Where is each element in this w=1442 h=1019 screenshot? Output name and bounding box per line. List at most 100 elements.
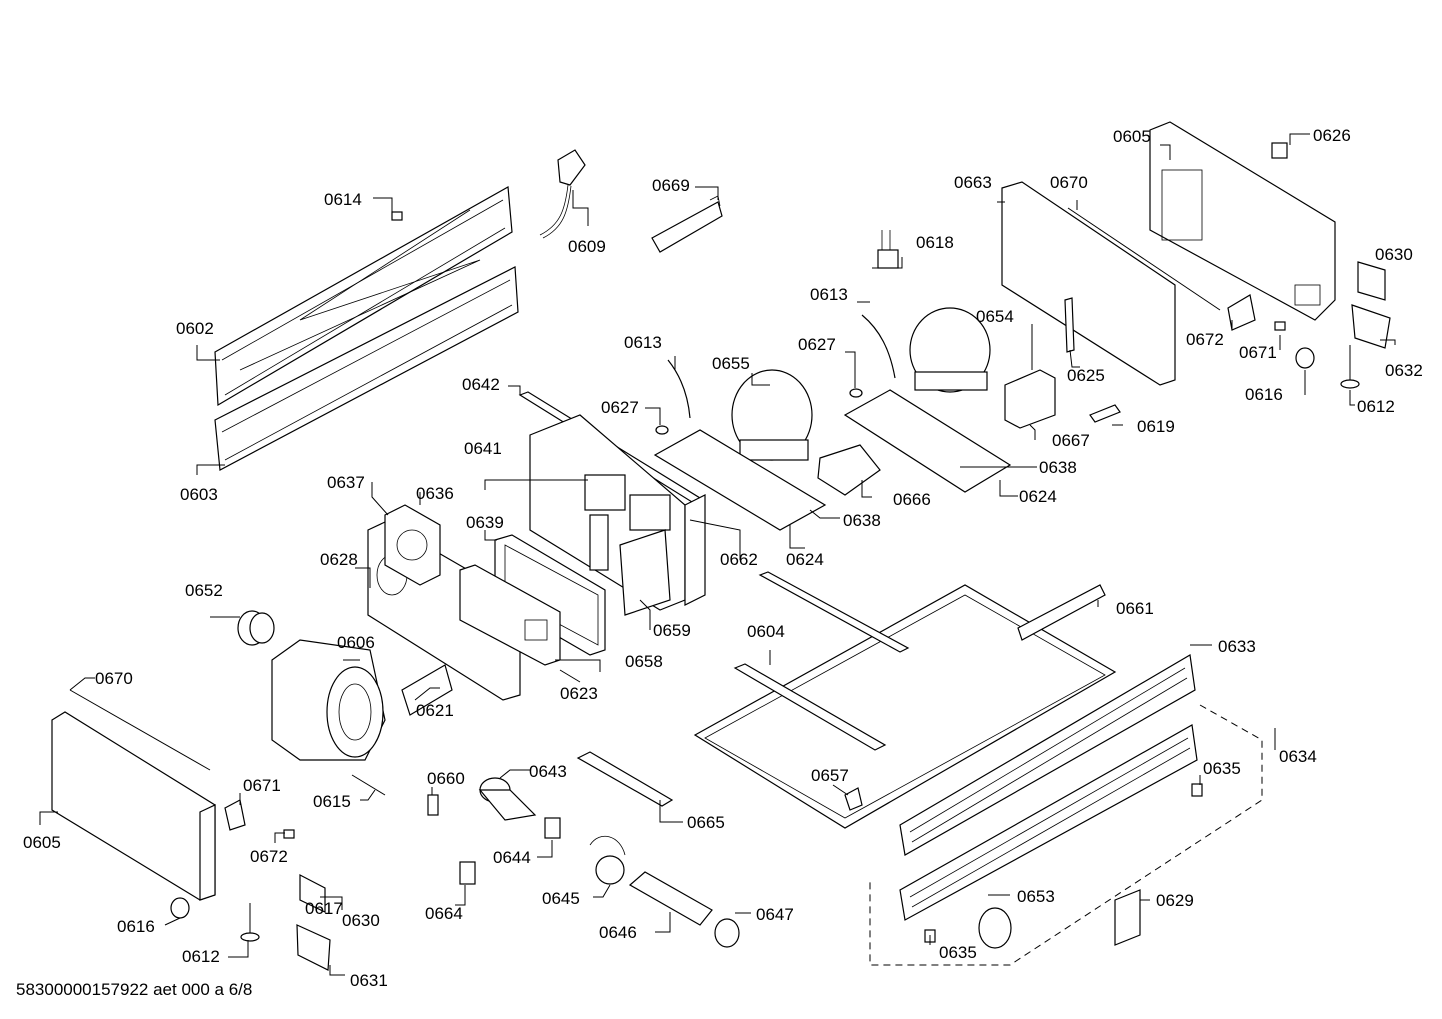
label-0664: 0664 (425, 904, 463, 923)
label-0632: 0632 (1385, 361, 1423, 380)
grille-0634 (899, 724, 1198, 921)
bracket-0672-right (1227, 294, 1256, 331)
bracket-0630-right (1357, 261, 1386, 301)
label-0633: 0633 (1218, 637, 1256, 656)
foot-0612-right (1340, 345, 1360, 389)
label-0652: 0652 (185, 581, 223, 600)
compressor-0655 (731, 369, 813, 461)
compressor-0654 (909, 307, 991, 393)
label-0638-b: 0638 (843, 511, 881, 530)
label-0604: 0604 (747, 622, 785, 641)
label-0629: 0629 (1156, 891, 1194, 910)
label-0654: 0654 (976, 307, 1014, 326)
drier-0625 (1064, 297, 1075, 353)
valve-0664 (459, 861, 476, 885)
rod-0670-left (69, 689, 211, 771)
label-0644: 0644 (493, 848, 531, 867)
box-0667 (1004, 369, 1056, 429)
cylinder-0660 (427, 794, 439, 816)
rod-0670-top (1067, 207, 1221, 311)
box-0659 (619, 529, 671, 616)
rear-panel-0663 (1001, 181, 1176, 386)
label-0662: 0662 (720, 550, 758, 569)
relay-0618 (877, 230, 899, 269)
bar-0604-b (733, 663, 887, 751)
foot-0612-left (240, 903, 260, 942)
label-0623: 0623 (560, 684, 598, 703)
label-0672-left: 0672 (250, 847, 288, 866)
label-0666: 0666 (893, 490, 931, 509)
label-0635-a: 0635 (1203, 759, 1241, 778)
bracket-0671-left (224, 799, 246, 831)
plate-0624-a (653, 429, 827, 531)
label-0672-right: 0672 (1186, 330, 1224, 349)
label-0605-top: 0605 (1113, 127, 1151, 146)
label-0647: 0647 (756, 905, 794, 924)
roller-0616-left (170, 897, 190, 919)
label-0660: 0660 (427, 769, 465, 788)
assembly-0605-top (1149, 121, 1336, 321)
label-0642: 0642 (462, 375, 500, 394)
strap-0665 (576, 751, 674, 807)
label-0655: 0655 (712, 354, 750, 373)
rail-0661 (1017, 584, 1106, 641)
harness-0645 (589, 835, 626, 885)
label-0618: 0618 (916, 233, 954, 252)
roller-0616-right (1295, 347, 1315, 369)
panel-0602 (214, 186, 513, 407)
label-0653: 0653 (1017, 887, 1055, 906)
leader-lines (39, 133, 1396, 976)
grille-group-outline (869, 704, 1263, 966)
label-0616-left: 0616 (117, 917, 155, 936)
filter-0643 (478, 777, 537, 821)
panel-0603 (214, 266, 519, 471)
cylinder-0652 (237, 610, 275, 646)
fan-0636 (384, 504, 441, 586)
label-0634: 0634 (1279, 747, 1317, 766)
label-0603: 0603 (180, 485, 218, 504)
label-0663: 0663 (954, 173, 992, 192)
label-0616-right: 0616 (1245, 385, 1283, 404)
label-0615: 0615 (313, 792, 351, 811)
label-0639: 0639 (466, 513, 504, 532)
label-0613-b: 0613 (810, 285, 848, 304)
fan-guard-0606 (271, 639, 386, 761)
label-0614: 0614 (324, 190, 362, 209)
valve-0644 (544, 817, 561, 839)
document-id-footer: 58300000157922 aet 000 a 6/8 (16, 980, 253, 999)
label-0641: 0641 (464, 439, 502, 458)
label-0612-left: 0612 (182, 947, 220, 966)
connector-0671-right (1274, 321, 1286, 331)
label-0670-top: 0670 (1050, 173, 1088, 192)
label-0630-left: 0630 (342, 911, 380, 930)
clip-0657 (844, 787, 863, 811)
label-0638-a: 0638 (1039, 458, 1077, 477)
label-0612-right: 0612 (1357, 397, 1395, 416)
grommet-0627 (655, 388, 863, 435)
label-0624-b: 0624 (1019, 487, 1057, 506)
part-labels: 0614 0602 0603 0609 0669 0642 0641 0637 … (23, 126, 1423, 990)
tube-0613 (667, 314, 896, 419)
label-0613-a: 0613 (624, 333, 662, 352)
connector-0672-left (283, 829, 295, 839)
label-0619: 0619 (1137, 417, 1175, 436)
label-0628: 0628 (320, 550, 358, 569)
label-0606: 0606 (337, 633, 375, 652)
label-0665: 0665 (687, 813, 725, 832)
label-0627-a: 0627 (601, 398, 639, 417)
label-0658: 0658 (625, 652, 663, 671)
bracket-0632 (1351, 304, 1391, 349)
label-0631: 0631 (350, 971, 388, 990)
label-0645: 0645 (542, 889, 580, 908)
label-0635-b: 0635 (939, 943, 977, 962)
label-0670-left: 0670 (95, 669, 133, 688)
label-0627-b: 0627 (798, 335, 836, 354)
bracket-0669 (651, 195, 723, 253)
label-0661: 0661 (1116, 599, 1154, 618)
label-0609: 0609 (568, 237, 606, 256)
clip-0635-a (1191, 783, 1203, 797)
sensor-0615 (351, 774, 386, 796)
clip-0614 (391, 211, 403, 221)
bar-0604-a (758, 571, 910, 653)
cap-0647 (714, 918, 740, 948)
